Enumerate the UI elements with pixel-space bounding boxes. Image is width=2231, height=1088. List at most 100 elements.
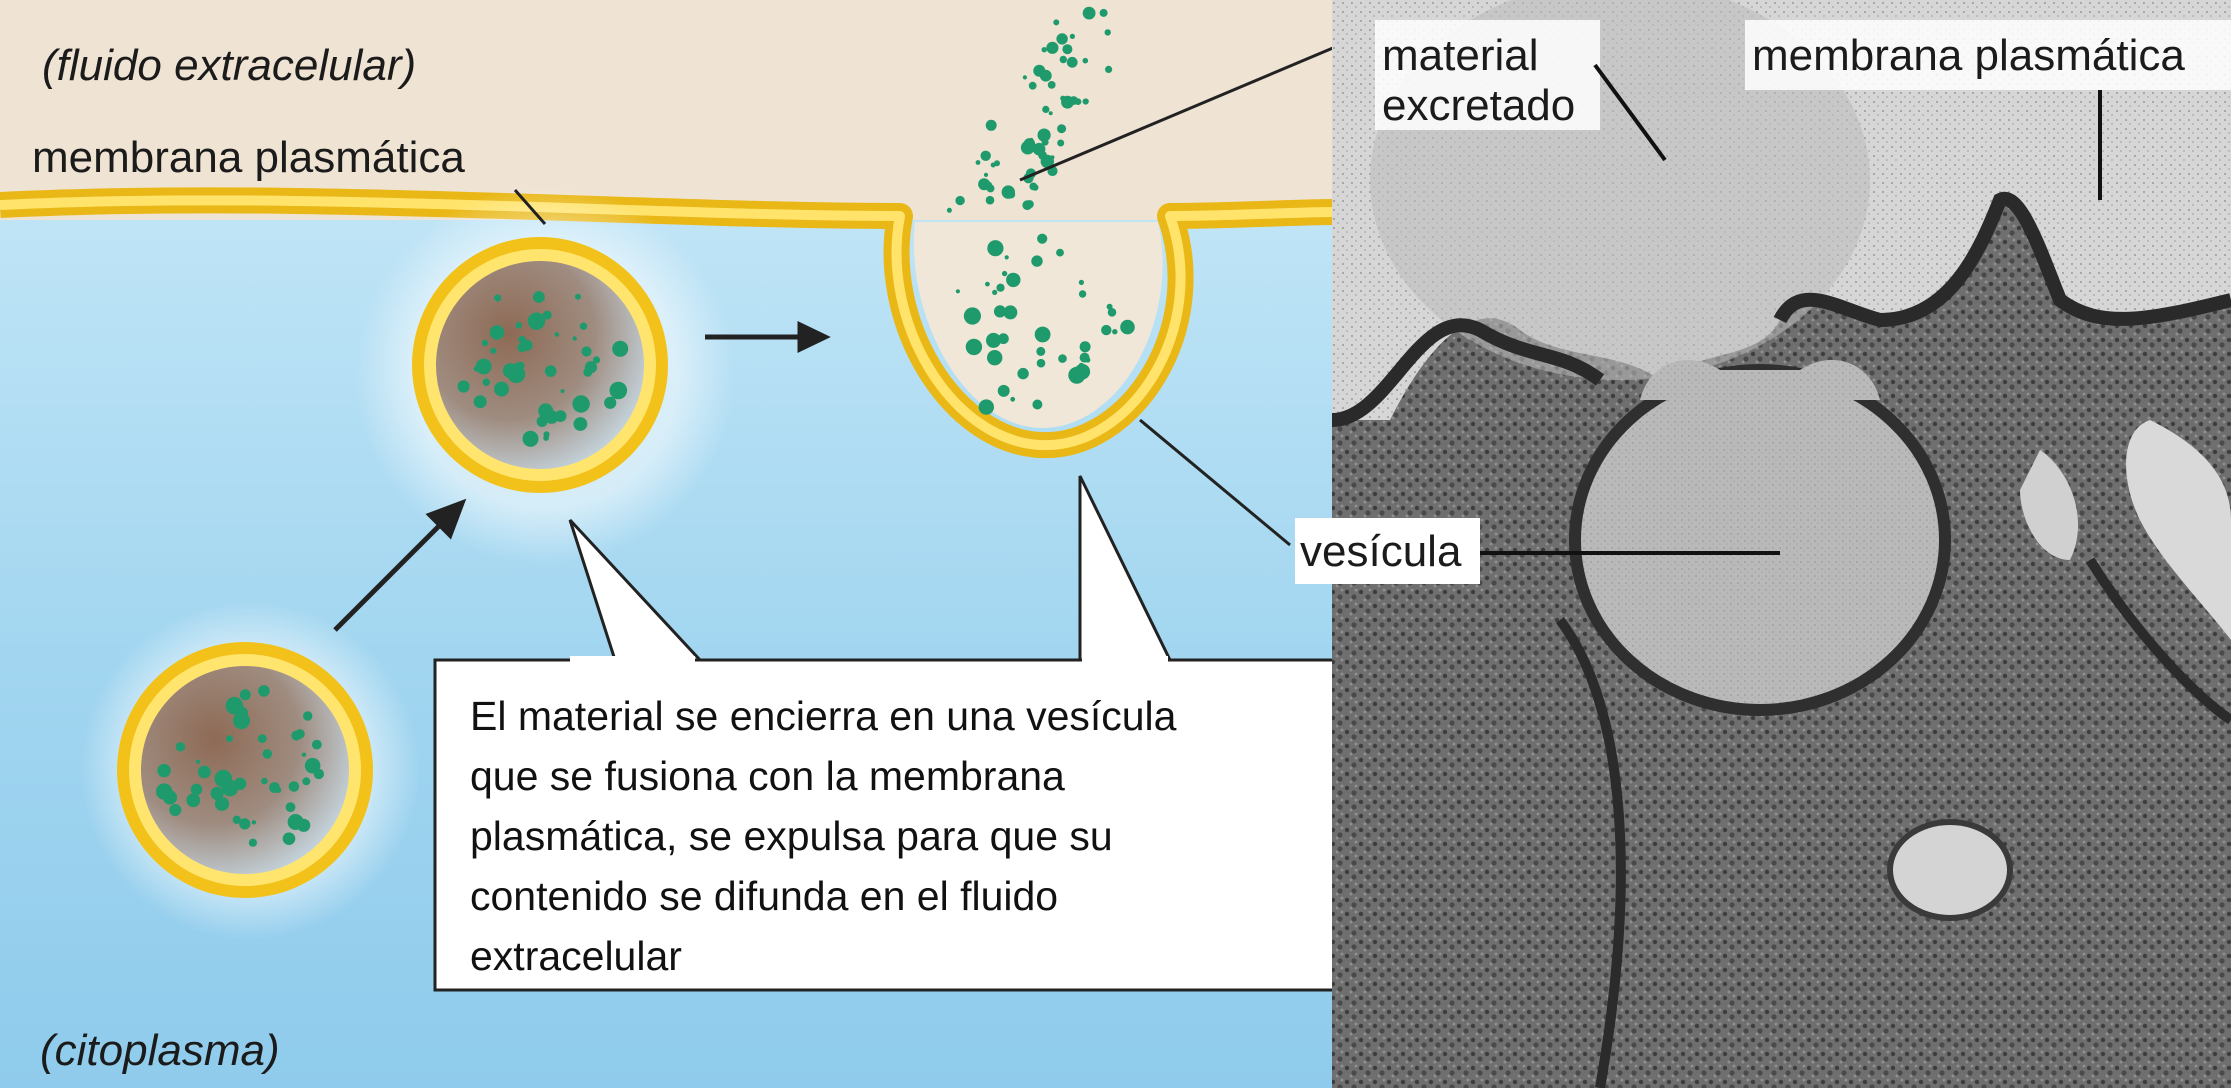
granule: [985, 195, 995, 205]
granule: [251, 820, 257, 825]
granule: [190, 783, 203, 796]
granule: [527, 312, 546, 330]
granule: [1004, 255, 1009, 260]
diagram-panel: (fluido extracelular) membrana plasmátic…: [0, 0, 1345, 1088]
granule: [311, 739, 322, 750]
granule: [1120, 319, 1135, 335]
granule: [285, 802, 296, 813]
granule: [996, 283, 1005, 292]
granule: [288, 781, 300, 792]
granule: [955, 289, 961, 294]
granule: [1058, 354, 1067, 363]
granule: [978, 399, 994, 415]
granule: [1104, 29, 1111, 36]
granule: [572, 395, 590, 413]
leader-line: [1593, 63, 1667, 162]
granule: [1001, 185, 1015, 199]
granule: [980, 150, 991, 161]
callout-line-5: extracelular: [470, 933, 682, 979]
granule: [1079, 341, 1091, 353]
granule: [515, 322, 522, 329]
granule: [301, 752, 307, 757]
granule: [232, 815, 241, 824]
granule: [1037, 233, 1048, 244]
granule: [248, 838, 257, 847]
granule: [197, 765, 211, 779]
granule: [1059, 55, 1068, 64]
granule: [542, 310, 552, 320]
granule: [302, 777, 311, 786]
granule: [983, 172, 989, 177]
granule: [1042, 105, 1050, 113]
electron-micrograph: [1332, 0, 2231, 1088]
granule: [1068, 366, 1086, 384]
granule: [1003, 305, 1018, 320]
callout-line-1: El material se encierra en una vesícula: [470, 693, 1177, 739]
granule: [257, 734, 267, 743]
granule: [573, 417, 588, 431]
leader-line: [513, 189, 547, 225]
granule: [1078, 290, 1087, 298]
label-excreted-material-1: material: [1382, 31, 1539, 80]
granule: [175, 742, 186, 752]
extracellular-fluid-region: [0, 0, 1332, 220]
granule: [1056, 248, 1064, 257]
granule: [1028, 81, 1037, 90]
granule: [963, 307, 982, 325]
granule: [584, 361, 598, 374]
granule: [1112, 329, 1118, 335]
granule: [985, 119, 997, 131]
granule: [275, 787, 282, 793]
label-plasma-membrane-left: membrana plasmática: [32, 133, 465, 182]
granule: [210, 786, 224, 801]
granule: [1032, 184, 1039, 191]
micrograph-labels: material excretado membrana plasmática v…: [1295, 20, 2231, 584]
granule: [955, 195, 965, 206]
granule: [1031, 255, 1043, 267]
granule: [186, 793, 201, 808]
granule: [1020, 140, 1035, 155]
granule: [1066, 56, 1078, 68]
granule: [536, 416, 548, 427]
granule: [538, 403, 554, 419]
granule: [494, 381, 510, 397]
granule: [985, 281, 990, 287]
granule: [214, 796, 230, 811]
granule: [1017, 367, 1029, 380]
granule: [1060, 95, 1066, 102]
granule: [475, 358, 492, 375]
granule: [1001, 270, 1008, 277]
granule: [1082, 98, 1089, 105]
micrograph-vesicle: [1569, 364, 1951, 716]
granule: [226, 735, 233, 743]
granule: [987, 240, 1004, 257]
granule: [992, 289, 998, 295]
granule: [1106, 303, 1113, 310]
granule: [1069, 33, 1075, 40]
granule: [1065, 48, 1072, 54]
granule: [481, 339, 489, 347]
granule: [965, 338, 983, 356]
granule: [233, 777, 247, 790]
granule: [946, 207, 952, 213]
label-excreted-material-2: excretado: [1382, 81, 1575, 130]
granule: [986, 332, 1001, 348]
granule: [517, 342, 527, 353]
granule: [1085, 357, 1091, 363]
granule: [978, 178, 991, 191]
granule: [262, 749, 273, 759]
granule: [975, 160, 981, 165]
granule: [1050, 155, 1055, 160]
granule: [1057, 124, 1067, 134]
vesicle-upper: [412, 237, 668, 493]
granule: [489, 325, 505, 340]
granule: [1082, 57, 1089, 64]
granule: [581, 346, 592, 357]
granule: [482, 378, 491, 387]
granule: [310, 762, 317, 770]
granule: [295, 729, 305, 739]
granule: [1041, 47, 1047, 53]
granule: [993, 305, 1007, 318]
granule: [303, 711, 313, 721]
